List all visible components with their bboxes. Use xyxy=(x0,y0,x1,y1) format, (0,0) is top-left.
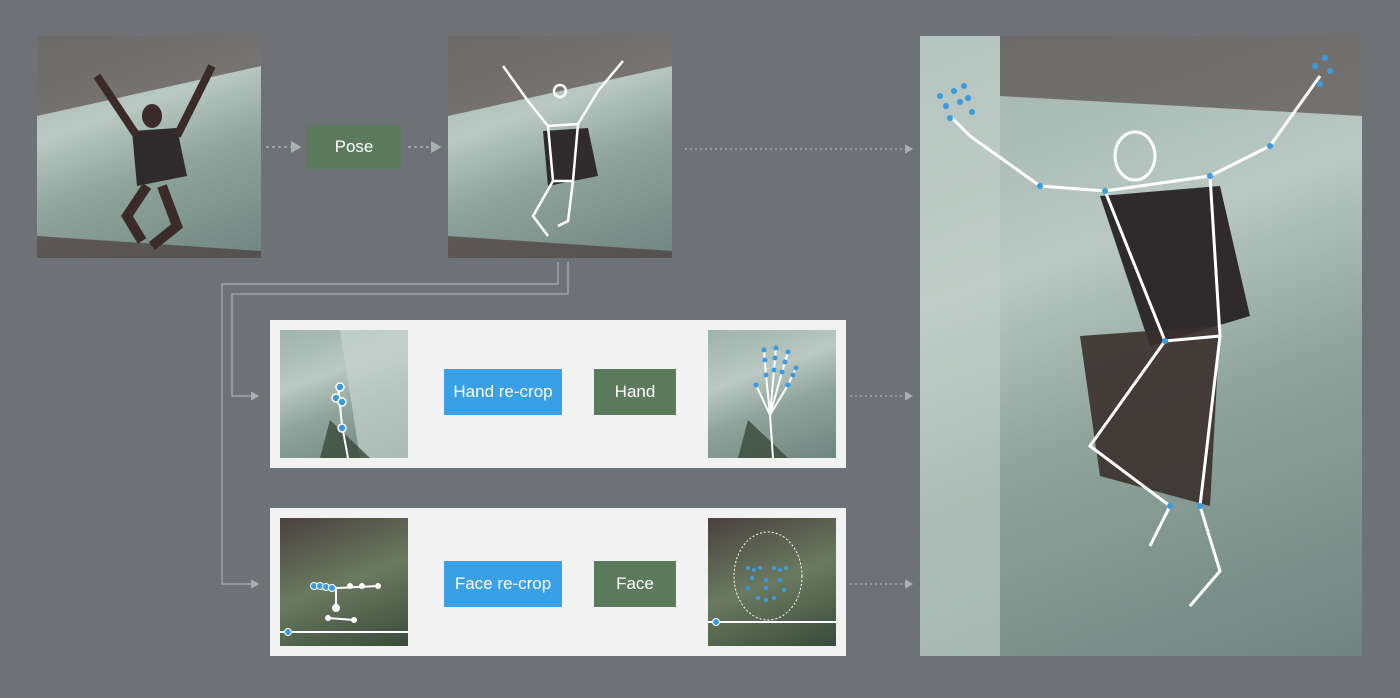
hand-panel: Hand re-crop Hand xyxy=(270,320,846,468)
hand-crop-image xyxy=(280,330,408,458)
hand-model-box: Hand xyxy=(594,369,676,415)
holistic-output-image xyxy=(920,36,1362,656)
face-result-image xyxy=(708,518,836,646)
face-mesh-icon xyxy=(708,531,836,626)
hand-crop-icon xyxy=(320,330,408,458)
face-crop-image xyxy=(280,518,408,646)
hand-recrop-box: Hand re-crop xyxy=(444,369,562,415)
hand-label: Hand xyxy=(614,382,656,401)
dancer-figure-icon xyxy=(37,36,261,258)
input-image xyxy=(37,36,261,258)
face-crop-icon xyxy=(280,582,408,636)
face-recrop-box: Face re-crop xyxy=(444,561,562,607)
pose-image xyxy=(448,36,672,258)
pose-skeleton-icon xyxy=(448,36,672,258)
face-model-box: Face xyxy=(594,561,676,607)
hand-landmarks-icon xyxy=(738,345,799,458)
hand-result-image xyxy=(708,330,836,458)
pose-model-box: Pose xyxy=(307,125,401,169)
face-recrop-label: Face re-crop xyxy=(454,574,552,593)
holistic-skeleton-icon xyxy=(920,36,1362,656)
pose-label: Pose xyxy=(334,137,374,156)
face-label: Face xyxy=(616,574,654,593)
hand-recrop-label: Hand re-crop xyxy=(453,382,553,401)
face-panel: Face re-crop Face xyxy=(270,508,846,656)
